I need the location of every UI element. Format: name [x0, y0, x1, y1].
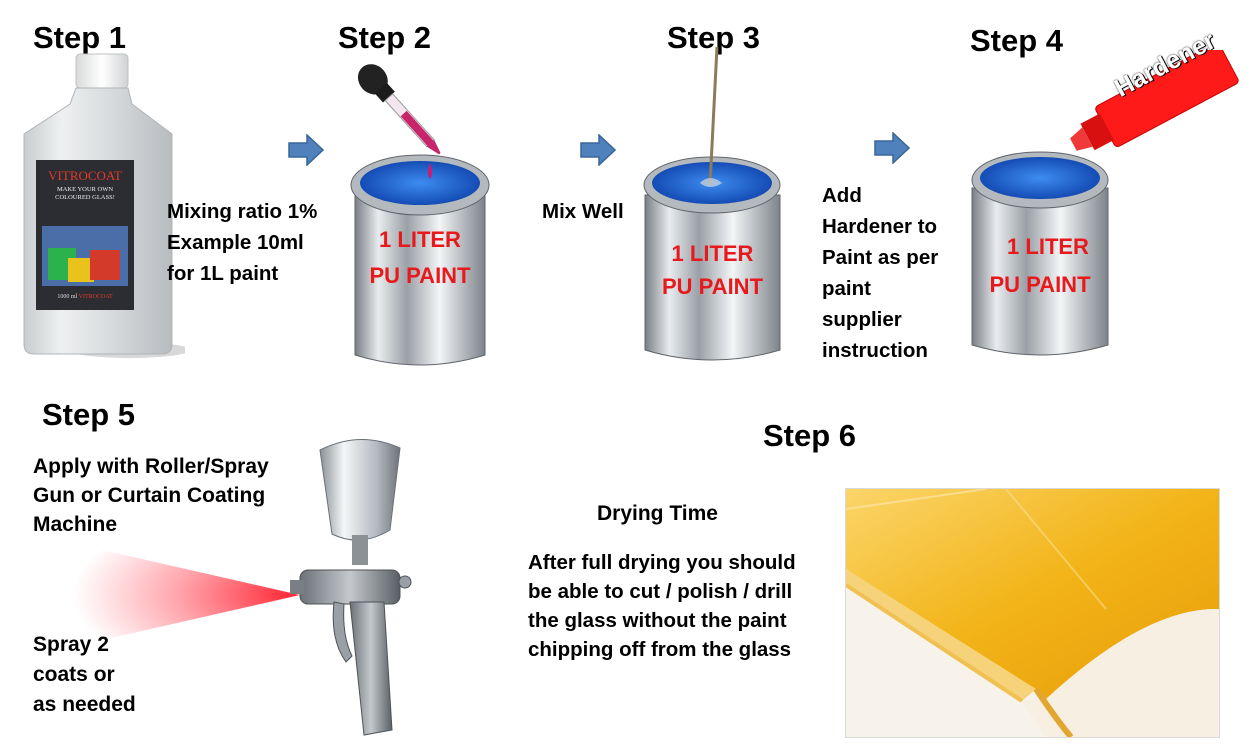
step-3-illustration: 1 LITER PU PAINT — [630, 45, 795, 385]
can-label-liter: 1 LITER — [671, 241, 754, 266]
step-6-title: Drying Time — [597, 502, 718, 525]
bottle-volume: 1000 ml VITROCOAT — [57, 294, 113, 300]
step-2-heading: Step 2 — [338, 20, 432, 55]
arrow-right-icon — [874, 132, 910, 164]
arrow-right-icon — [288, 134, 324, 166]
step-2-illustration: 1 LITER PU PAINT — [335, 55, 505, 385]
can-label-liter: 1 LITER — [379, 227, 461, 252]
step-2-description: Mix Well — [542, 200, 624, 223]
step-5-heading: Step 5 — [42, 397, 136, 432]
can-label-paint: PU PAINT — [989, 272, 1091, 297]
step-4-heading: Step 4 — [970, 23, 1064, 58]
step-5-description: Apply with Roller/Spray Gun or Curtain C… — [33, 455, 269, 536]
step-4-can: 1 LITER PU PAINT — [960, 120, 1120, 380]
step-3-description: Add Hardener to Paint as per paint suppl… — [822, 184, 939, 362]
can-label-liter: 1 LITER — [1007, 234, 1089, 259]
step-6-description: After full drying you should be able to … — [528, 551, 796, 661]
step-1-description: Mixing ratio 1% Example 10ml for 1L pain… — [167, 200, 318, 285]
step-6-heading: Step 6 — [763, 418, 857, 453]
can-label-paint: PU PAINT — [369, 263, 471, 288]
step-3-heading: Step 3 — [667, 20, 761, 55]
arrow-right-icon — [580, 134, 616, 166]
step-1-heading: Step 1 — [33, 20, 127, 55]
bottle-brand: VITROCOAT — [48, 168, 122, 183]
spray-mist — [70, 540, 302, 650]
coloured-glass-image — [845, 488, 1220, 738]
can-label-paint: PU PAINT — [661, 274, 764, 299]
hardener-tube: Hardener — [1062, 26, 1242, 160]
spray-gun — [290, 430, 430, 740]
bottle-tagline: MAKE YOUR OWN COLOURED GLASS! — [55, 186, 115, 201]
vitrocoat-bottle: VITROCOAT MAKE YOUR OWN COLOURED GLASS! … — [20, 52, 185, 362]
